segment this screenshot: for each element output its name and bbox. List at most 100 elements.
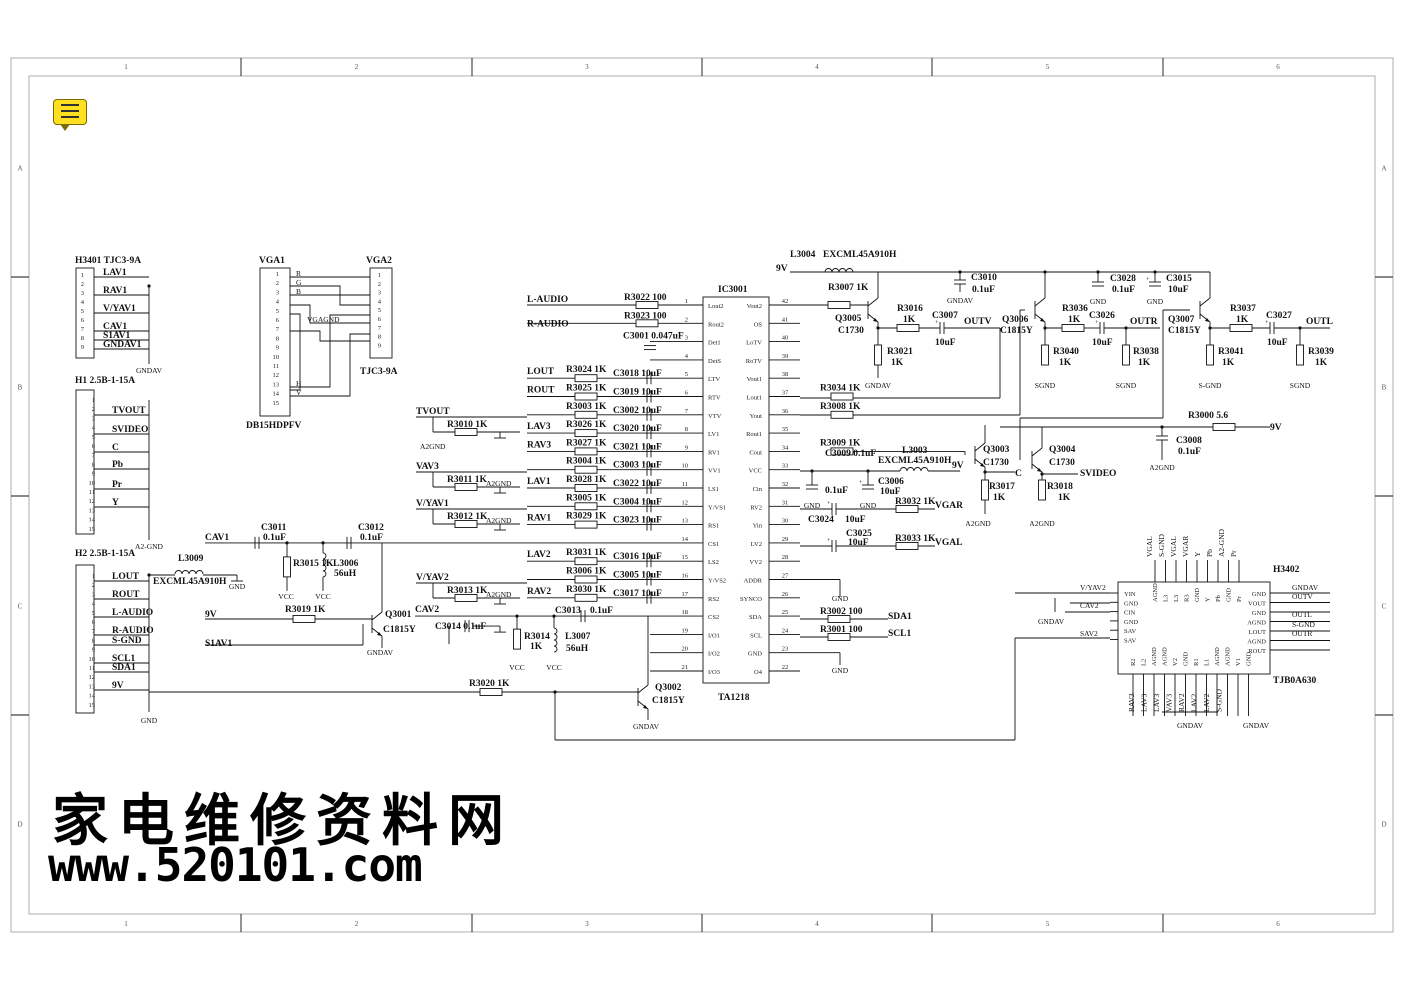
resistor: [574, 374, 598, 383]
junction-dot: [1298, 326, 1302, 330]
r3000-label: R3000 5.6: [1188, 411, 1228, 421]
r3020: [479, 688, 503, 696]
h3402-right-pin: AGND: [1247, 639, 1266, 646]
r3010-label: R3010 1K: [447, 420, 488, 430]
q3004-ref: Q3004: [1049, 445, 1076, 455]
h3402-left-pin: SAV: [1124, 638, 1136, 645]
ic-pin-num: 5: [685, 371, 688, 378]
l3004-ref: L3004: [790, 250, 816, 260]
resistor: [574, 392, 598, 401]
watermark-url: www.520101.com: [48, 838, 423, 892]
r3026-label: R3026 1K: [566, 420, 607, 430]
c3006-ref: C3006: [878, 477, 904, 487]
r3031-label: R3031 1K: [566, 548, 607, 558]
wire: [290, 304, 370, 324]
r3036-ref: R3036: [1062, 304, 1088, 314]
ic-pin-num: 9: [685, 444, 688, 451]
c3024-value: 10uF: [845, 515, 866, 525]
vga1-pin: 3: [276, 289, 279, 296]
net-9v-top: 9V: [776, 264, 788, 274]
q3001-value: C1815Y: [383, 625, 416, 635]
r3020-label: R3020 1K: [469, 679, 510, 689]
ic-pin-num: 17: [682, 591, 689, 598]
resistor: [574, 429, 598, 438]
wire: [290, 333, 370, 397]
junction-dot: [810, 469, 814, 473]
polarity-mark: +: [642, 388, 646, 395]
r3013-label: R3013 1K: [447, 586, 488, 596]
c3024: +: [827, 500, 837, 515]
c3015: +: [1146, 276, 1161, 287]
ic-pin-num: 23: [782, 646, 789, 653]
row-marker: A: [17, 165, 22, 173]
comment-note-icon[interactable]: [53, 99, 87, 131]
vga2-pin: 3: [378, 290, 381, 297]
net-outv: OUTV: [964, 317, 992, 327]
r3016-value: 1K: [903, 315, 916, 325]
r3014: [513, 628, 521, 650]
net-outl: OUTL: [1306, 317, 1333, 327]
h3402-right-pin: ROUT: [1248, 648, 1266, 655]
net-outr: OUTR: [1130, 317, 1158, 327]
h1-pin: 8: [92, 461, 95, 468]
h3402-body: [1117, 581, 1271, 675]
resistor: [454, 483, 478, 491]
col-marker: 3: [585, 920, 589, 928]
h3402-bottom-pin: AGND: [1225, 647, 1232, 666]
resistor: [635, 301, 659, 309]
emitter-arrow: [643, 705, 648, 709]
ic-name: IC3001: [718, 285, 748, 295]
ic-pin-num: 25: [782, 609, 789, 616]
collector-leg: [867, 297, 879, 307]
h2-pin: 3: [92, 591, 95, 598]
h3402-top-net: Pr: [1229, 550, 1238, 557]
resistor: [574, 447, 598, 456]
ic-pin-name: LS2: [708, 559, 719, 566]
h3401-pin: 2: [81, 281, 84, 288]
polarity-mark: +: [642, 571, 646, 578]
h3401-title: H3401 TJC3-9A: [75, 256, 141, 266]
q3006-value: C1815Y: [1000, 326, 1033, 336]
h2-pin: 8: [92, 637, 95, 644]
l3006: [322, 552, 327, 578]
q3001: [371, 611, 383, 637]
r3028-label: R3028 1K: [566, 475, 607, 485]
emitter-arrow: [980, 463, 985, 467]
r3021-ref: R3021: [887, 347, 913, 357]
c3016-label: C3016 10uF: [613, 552, 662, 562]
row-marker: B: [18, 384, 23, 392]
vga2-body: [369, 267, 393, 359]
c3026: +: [1095, 319, 1105, 334]
net-cav2: CAV2: [415, 605, 439, 615]
c3025-value: 10uF: [848, 538, 869, 548]
r3016-ref: R3016: [897, 304, 923, 314]
h3401-pin: 3: [81, 290, 84, 297]
h3402-left-pin: CIN: [1124, 610, 1136, 617]
polarity-mark: +: [642, 424, 646, 431]
ic-pin-name: SCL: [750, 632, 762, 639]
sgnd-label: SGND: [1035, 381, 1056, 390]
net-l-audio: L-AUDIO: [527, 295, 568, 305]
c3013-value: 0.1uF: [590, 606, 613, 616]
coil-loop: [824, 268, 833, 273]
h2-pin: 9: [92, 647, 95, 654]
gndav-label: GNDAV: [947, 296, 974, 305]
cap-coupling: +: [642, 589, 652, 604]
polarity-mark: +: [642, 516, 646, 523]
h3402-bottom-pin: R1: [1193, 658, 1200, 666]
net-c: C: [1015, 469, 1022, 479]
h3402-part: TJB0A630: [1273, 676, 1317, 686]
r3002-label: R3002 100: [820, 607, 863, 617]
vga2-footer: TJC3-9A: [360, 367, 398, 377]
collector-leg: [371, 611, 383, 621]
h3402-bottom-pin: AGND: [1162, 647, 1169, 666]
r3038-value: 1K: [1138, 358, 1151, 368]
h3402-title: H3402: [1273, 565, 1300, 575]
junction-dot: [1043, 270, 1047, 274]
h3402-right-net: GNDAV: [1292, 583, 1319, 592]
r3004-label: R3004 1K: [566, 457, 607, 467]
l3003: [899, 467, 929, 472]
h1-net: Pb: [112, 460, 123, 470]
coil-loop: [174, 570, 183, 575]
ic-pin-name: Vout1: [747, 376, 762, 383]
